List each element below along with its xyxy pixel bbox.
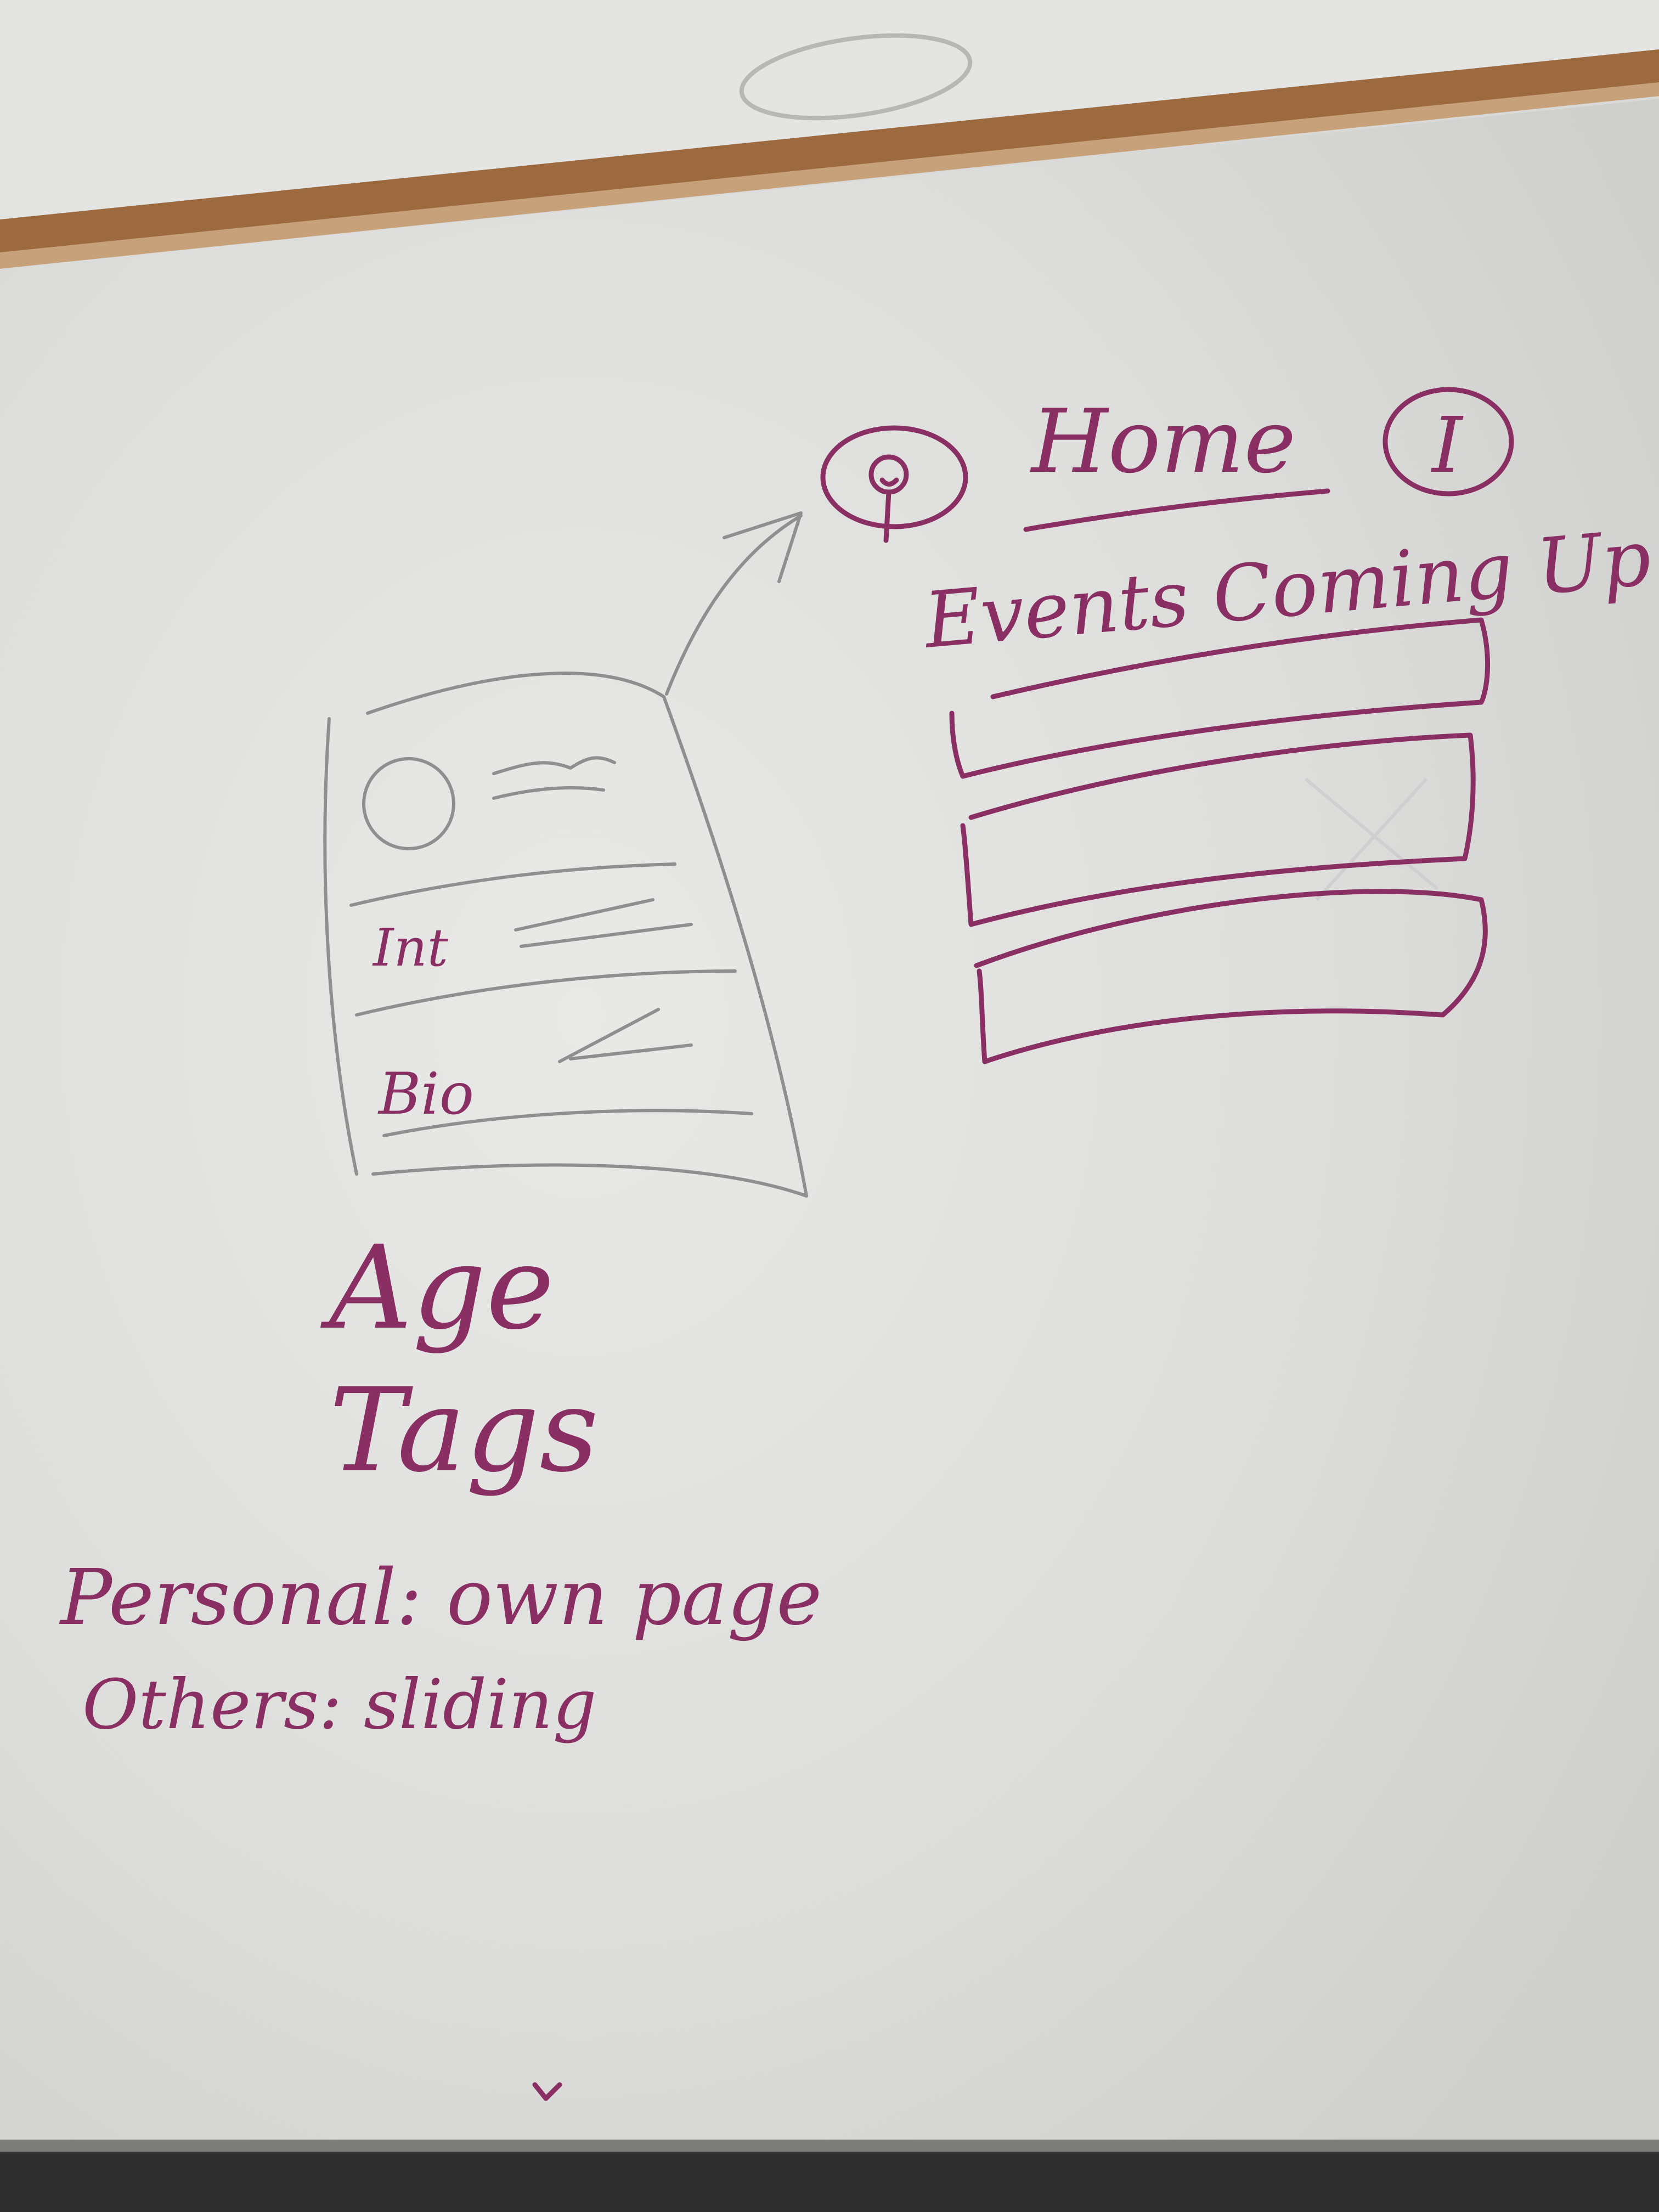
profile-interests-label: Int xyxy=(372,918,449,978)
event-item xyxy=(960,732,1476,927)
wall-mark xyxy=(739,33,973,121)
whiteboard-surface xyxy=(0,99,1659,2140)
avatar-circle xyxy=(362,757,455,850)
divider-2 xyxy=(355,969,737,1017)
bio-lines xyxy=(558,1008,693,1063)
arrow-to-home xyxy=(665,511,803,696)
interests-lines xyxy=(514,898,693,948)
board-frame-highlight xyxy=(0,82,1659,269)
profile-icon xyxy=(820,425,968,543)
event-item xyxy=(949,617,1490,779)
svg-text:I: I xyxy=(1430,401,1464,490)
profile-card-outline xyxy=(323,672,808,1198)
profile-card-sketch: Int Bio xyxy=(323,511,808,1198)
event-list xyxy=(949,617,1490,1064)
ghost-mark xyxy=(1305,777,1438,901)
divider-1 xyxy=(349,862,676,907)
home-title: Home xyxy=(1030,390,1296,493)
note-others: Others: sliding xyxy=(82,1665,597,1745)
home-underline xyxy=(1023,488,1330,532)
board-tray xyxy=(0,2140,1659,2152)
tags-label: Tags xyxy=(329,1363,599,1498)
wall-strip xyxy=(0,0,1659,219)
info-icon: I xyxy=(1383,387,1514,496)
note-personal: Personal: own page xyxy=(59,1553,822,1643)
divider-3 xyxy=(382,1109,753,1137)
profile-bio-label: Bio xyxy=(377,1060,474,1127)
stray-mark xyxy=(532,2082,562,2101)
age-label: Age xyxy=(320,1221,554,1355)
name-scribble xyxy=(492,756,616,800)
event-item xyxy=(974,889,1488,1064)
